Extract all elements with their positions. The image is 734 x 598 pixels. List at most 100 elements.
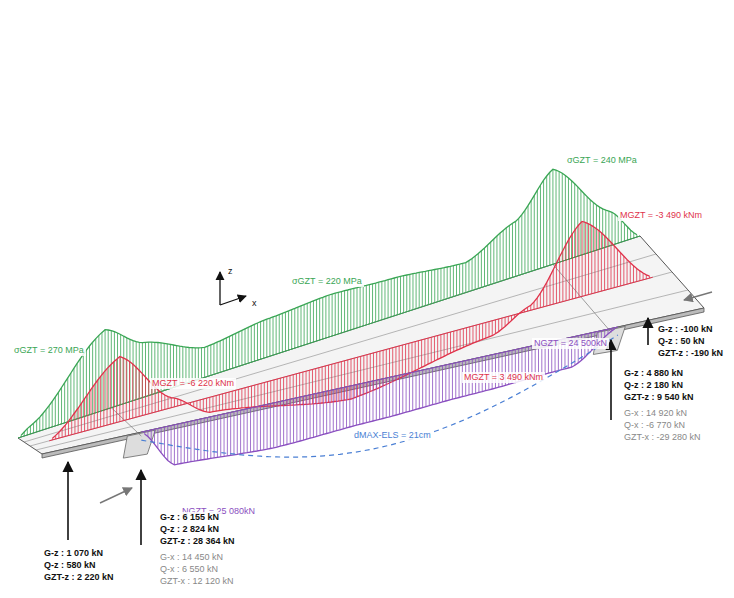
hatch-line [356, 385, 357, 426]
hatch-line [171, 398, 172, 408]
hatch-line [462, 263, 463, 293]
hatch-line [440, 335, 441, 358]
hatch-line [386, 378, 387, 418]
hatch-line [389, 377, 390, 416]
hatch-line [288, 311, 289, 350]
reaction-value: GZT-x : 12 120 kN [158, 576, 236, 587]
hatch-line [320, 393, 321, 436]
hatch-line [171, 426, 172, 464]
hatch-line [399, 346, 400, 378]
hatch-line [478, 254, 479, 289]
hatch-line [126, 359, 127, 420]
hatch-line [197, 420, 198, 461]
hatch-line [269, 318, 270, 356]
hatch-line [559, 257, 560, 303]
force-diagrams [18, 169, 653, 465]
hatch-line [575, 229, 576, 298]
hatch-line [492, 321, 493, 336]
hatch-line [395, 347, 396, 380]
hatch-line [400, 276, 401, 313]
hatch-line [428, 338, 429, 364]
hatch-line [453, 266, 454, 297]
reaction-value: G-z : 4 880 kN [622, 368, 685, 379]
hatch-line [615, 214, 616, 244]
hatch-line [213, 344, 214, 375]
hatch-line [257, 384, 258, 407]
hatch-line [372, 284, 373, 323]
diagram-outline [21, 169, 637, 435]
hatch-line [243, 409, 244, 453]
hatch-line [397, 277, 398, 315]
hatch-line [440, 268, 441, 300]
lane-line [36, 290, 688, 450]
hatch-line [210, 417, 211, 459]
hatch-line [357, 357, 358, 396]
hatch-line [344, 361, 345, 400]
hatch-line [463, 329, 464, 348]
hatch-line [318, 368, 319, 404]
hatch-line [257, 323, 258, 360]
hatch-line [151, 430, 152, 440]
hatch-line [233, 412, 234, 455]
hatch-line [89, 346, 90, 415]
hatch-line [177, 424, 178, 464]
hatch-line [110, 365, 111, 424]
hatch-line [556, 170, 557, 263]
hatch-line [341, 362, 342, 401]
hatch-line [349, 386, 350, 427]
hatch-line [322, 297, 323, 339]
hatch-line [217, 415, 218, 457]
hatch-line [612, 212, 613, 245]
hatch-line [388, 280, 389, 318]
hatch-line [220, 415, 221, 457]
hatch-line [455, 363, 456, 399]
hatch-line [459, 264, 460, 294]
hatch-line [270, 404, 271, 449]
hatch-line [276, 316, 277, 354]
hatch-line [643, 273, 644, 280]
hatch-line [113, 362, 114, 423]
hatch-line [313, 301, 314, 342]
hatch-line [174, 425, 175, 465]
hatch-line [472, 326, 473, 343]
hatch-line [83, 354, 84, 416]
hatch-line [453, 331, 454, 352]
hatch-line [376, 380, 377, 420]
hatch-line [98, 335, 99, 411]
hatch-line [482, 323, 483, 339]
hatch-line [574, 184, 575, 257]
hatch-line [229, 392, 230, 409]
hatch-line [338, 292, 339, 334]
hatch-line [65, 425, 66, 436]
hatch-line [531, 201, 532, 272]
hatch-line [285, 312, 286, 351]
hatch-line [481, 251, 482, 288]
hatch-line [129, 362, 130, 420]
hatch-line [315, 369, 316, 404]
hatch-line [559, 171, 560, 262]
hatch-line [71, 417, 72, 435]
hatch-line [333, 390, 334, 432]
hatch-line [429, 369, 430, 406]
hatch-line [356, 288, 357, 328]
hatch-line [273, 317, 274, 355]
hatch-line [219, 395, 220, 411]
hatch-line [456, 330, 457, 350]
hatch-line [117, 333, 118, 406]
hatch-line [353, 288, 354, 329]
hatch-line [119, 357, 120, 422]
hatch-line [415, 342, 416, 371]
diagram-baseline [18, 236, 640, 438]
hatch-line [253, 407, 254, 451]
hatch-line [86, 350, 87, 416]
hatch-line [251, 386, 252, 407]
hatch-line [630, 230, 631, 239]
reaction-value: GZT-z : 9 540 kN [622, 392, 696, 403]
hatch-line [201, 348, 202, 379]
hatch-line [617, 249, 618, 287]
hatch-line [217, 342, 218, 373]
hatch-line [190, 421, 191, 462]
hatch-line [596, 205, 597, 250]
hatch-line [437, 336, 438, 360]
hatch-line [456, 265, 457, 296]
